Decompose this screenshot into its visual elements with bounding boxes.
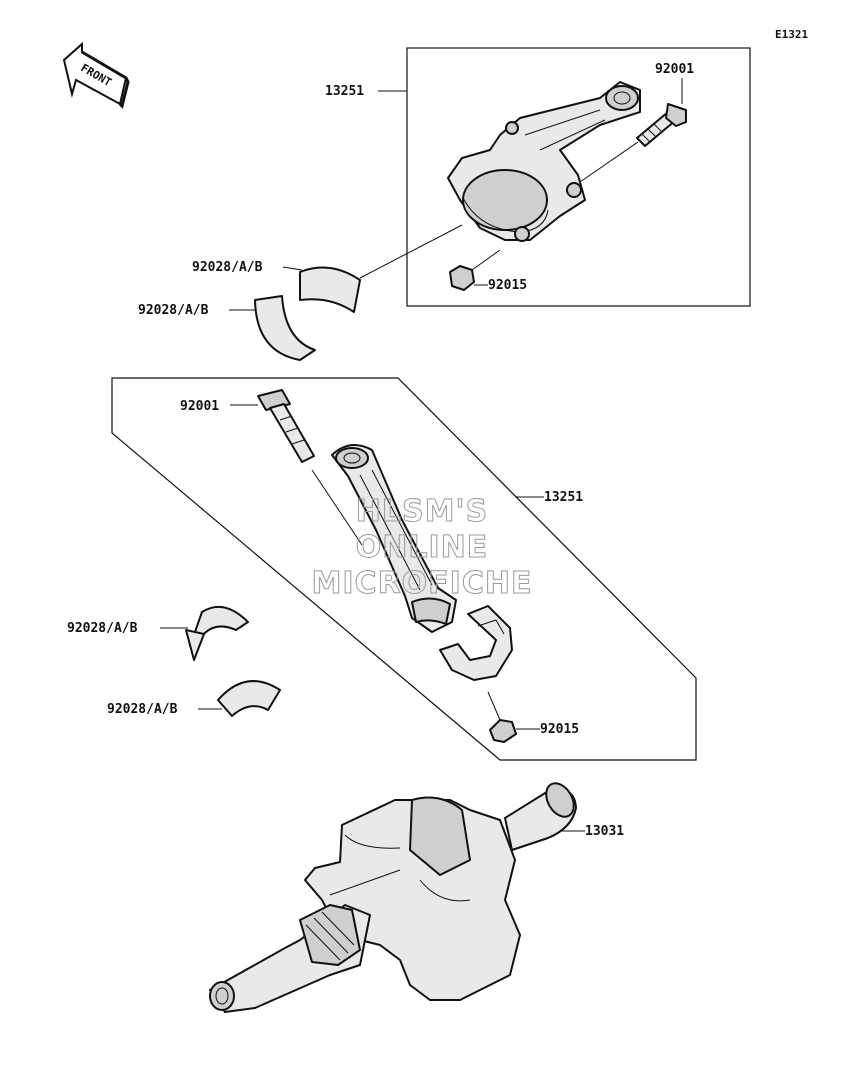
lower-bearing-shell-1 [189,605,249,647]
watermark-line-3: MICROFICHE [312,566,533,601]
label-92015-upper: 92015 [488,278,527,293]
upper-bearing-shell-1 [299,266,361,313]
label-13031: 13031 [585,824,624,839]
upper-assembly-box [406,47,751,307]
upper-bearing-shell-2 [254,295,316,361]
crankshaft [209,782,577,1013]
watermark-line-1: HLSM'S [356,494,488,529]
watermark: HLSM'S ONLINE MICROFICHE [311,494,533,602]
lower-connecting-rod [331,444,457,633]
watermark-line-2: ONLINE [356,530,489,565]
upper-connecting-rod [447,81,641,242]
lower-rod-cap [439,605,513,681]
lower-assembly-box [111,377,697,761]
label-92001-lower: 92001 [180,399,219,414]
lower-bearing-shell-2 [217,680,281,717]
label-92001-upper: 92001 [655,62,694,77]
diagram-code: E1321 [775,28,808,41]
label-92015-lower: 92015 [540,722,579,737]
label-92028-upper-2: 92028/A/B [138,303,209,318]
label-92028-lower-1: 92028/A/B [67,621,138,636]
lower-nut [489,719,517,743]
label-92028-upper-1: 92028/A/B [192,260,263,275]
lower-bolt [257,389,315,463]
front-arrow-icon: FRONT [62,41,130,109]
label-92028-lower-2: 92028/A/B [107,702,178,717]
lower-bearing-shell-1-edge [185,629,205,661]
label-13251-upper: 13251 [325,84,364,99]
upper-bolt [636,103,687,147]
upper-nut [449,265,475,291]
label-13251-lower: 13251 [544,490,583,505]
